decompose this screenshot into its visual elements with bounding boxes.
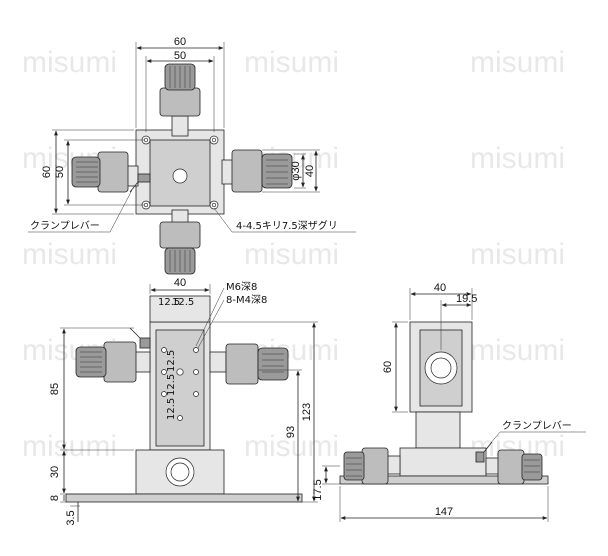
top-dim-left-50: 50: [54, 166, 66, 178]
side-column: [415, 411, 461, 449]
front-dim-93: 93: [285, 426, 297, 438]
side-left-knob: [343, 447, 401, 485]
top-dim-left-60: 60: [41, 166, 53, 178]
top-view: 60 50 60 50 φ30 40 クランプレバー 4-4.5キリ7.5深ザグ…: [28, 36, 356, 275]
front-right-knob: [209, 343, 289, 385]
svg-text:misumi: misumi: [22, 238, 117, 271]
top-micrometer-knob: [159, 63, 201, 137]
front-view: 40 12.5 12.5 12.5 12.5 12.5 M6深8 8-M4深8 …: [49, 277, 318, 526]
watermark: misumi misumi misumi misumi misumi misum…: [22, 46, 565, 463]
side-dim-19-5: 19.5: [456, 293, 477, 305]
svg-text:misumi: misumi: [22, 46, 117, 79]
side-right-knob: [485, 449, 543, 485]
svg-text:misumi: misumi: [470, 334, 565, 367]
svg-text:misumi: misumi: [244, 238, 339, 271]
side-base-plate: [339, 475, 549, 485]
top-center-hole: [172, 168, 188, 184]
front-dim-8: 8: [49, 495, 61, 501]
svg-text:misumi: misumi: [470, 142, 565, 175]
front-vpitch-1: 12.5: [166, 350, 177, 372]
svg-text:misumi: misumi: [244, 430, 339, 463]
side-dim-147: 147: [435, 506, 453, 518]
side-dim-60: 60: [382, 361, 394, 373]
side-dim-17-5: 17.5: [312, 479, 324, 500]
front-vpitch-3: 12.5: [166, 398, 177, 420]
top-dim-50: 50: [174, 50, 186, 62]
svg-text:misumi: misumi: [470, 238, 565, 271]
front-dim-40: 40: [174, 277, 186, 289]
front-dim-123: 123: [301, 403, 313, 421]
top-dim-phi30: φ30: [290, 161, 302, 180]
front-pitch-b: 12.5: [172, 297, 194, 308]
side-view: 40 19.5 60 17.5 147 クランプレバー: [312, 282, 586, 522]
svg-text:misumi: misumi: [22, 430, 117, 463]
top-corner-holes: [141, 135, 219, 210]
front-clamp-lever: [129, 327, 151, 349]
top-dim-60: 60: [174, 36, 186, 48]
side-stage: [399, 447, 487, 477]
front-dim-30: 30: [49, 466, 61, 478]
svg-text:misumi: misumi: [244, 46, 339, 79]
front-base-plate: [65, 493, 303, 503]
side-dim-40: 40: [434, 282, 446, 294]
top-hole-spec-label: 4-4.5キリ7.5深ザグリ: [236, 219, 338, 232]
top-clamp-lever-label: クランプレバー: [30, 220, 100, 232]
front-dim-3-5: 3.5: [65, 510, 77, 525]
top-clamp-lever: [129, 173, 151, 193]
front-vpitch-2: 12.5: [166, 374, 177, 396]
front-pitch-a: 12.5: [158, 297, 180, 308]
svg-text:misumi: misumi: [470, 46, 565, 79]
side-clamp-lever-label: クランプレバー: [502, 420, 572, 432]
front-dim-85: 85: [49, 383, 61, 395]
left-micrometer-knob: [71, 151, 139, 193]
front-tap-holes: [161, 347, 199, 421]
bottom-micrometer-knob: [159, 209, 201, 275]
top-dim-40: 40: [304, 165, 316, 177]
right-micrometer-knob: [221, 149, 293, 193]
front-left-knob: [75, 341, 151, 383]
front-tap-m6-label: M6深8: [226, 281, 257, 293]
front-tap-m4-label: 8-M4深8: [226, 294, 267, 306]
side-clamp-lever: [475, 441, 493, 463]
